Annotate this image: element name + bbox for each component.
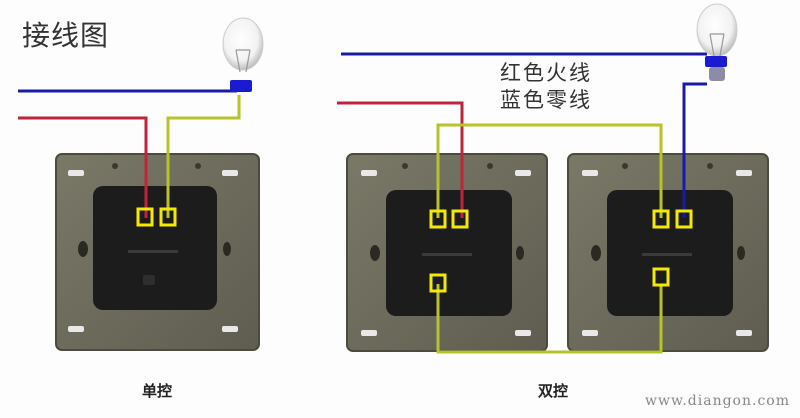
traveler-wire-bottom: [436, 284, 663, 354]
traveler-wire-top: [436, 123, 663, 218]
diagram-title: 接线图: [22, 19, 110, 52]
terminal-box: [451, 209, 469, 229]
terminal-box: [652, 267, 670, 287]
terminal-box: [429, 209, 447, 229]
terminal-box: [675, 209, 693, 229]
legend: 红色火线 蓝色零线: [500, 60, 592, 114]
terminal-box: [429, 273, 447, 293]
terminal-box: [136, 207, 154, 227]
legend-blue-neutral: 蓝色零线: [500, 88, 592, 112]
terminal-box: [652, 209, 670, 229]
caption-double-control: 双控: [538, 382, 569, 400]
neutral-drop-double: [682, 82, 707, 218]
caption-single-control: 单控: [142, 382, 173, 400]
single-switch-plate: [55, 153, 260, 351]
switch-wire-single: [166, 95, 241, 218]
double-switch-plate-left: [346, 153, 548, 352]
light-bulb-icon: [696, 3, 738, 81]
live-wire-single: [18, 116, 148, 218]
light-bulb-icon: [222, 17, 264, 92]
watermark: www.diangon.com: [645, 393, 790, 409]
live-wire-double: [337, 101, 464, 218]
terminal-box: [159, 207, 177, 227]
legend-red-live: 红色火线: [500, 61, 592, 85]
double-switch-plate-right: [567, 153, 769, 352]
